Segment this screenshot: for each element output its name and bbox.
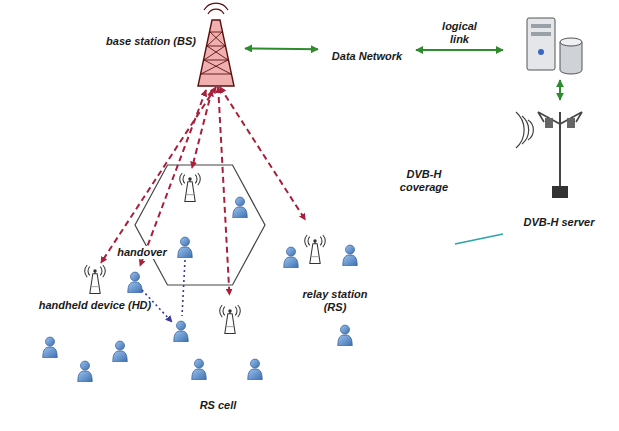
zoom-line (455, 234, 503, 244)
handheld-device (192, 359, 206, 380)
connector (101, 87, 216, 263)
connector (416, 49, 503, 51)
dvbh-antenna (516, 112, 582, 198)
relay-station-icon (305, 235, 326, 264)
handover-arrow (182, 260, 185, 316)
text-holder: logical link (430, 20, 490, 47)
handheld-device (343, 245, 357, 266)
handheld-device (233, 197, 247, 218)
edge-label: logical link (430, 20, 490, 45)
connector (220, 87, 305, 220)
text-holder: DVB-H server (503, 212, 615, 230)
rs-cell-hexagon-outline (270, 220, 400, 350)
text-holder: Data Network (318, 46, 416, 64)
coverage-ellipse: DVB-H coverage handheld device (HD) relay … (8, 160, 472, 428)
coverage-ellipse-outline (8, 160, 472, 428)
handheld-device (178, 237, 192, 258)
handheld-device (128, 272, 142, 293)
relay-station-icon (180, 173, 201, 202)
text-holder: relay station (RS) (292, 288, 378, 315)
annotation-label: handover (115, 246, 169, 259)
server-box: DVB-H server (503, 4, 615, 236)
handheld-device (284, 247, 298, 268)
text-holder: RS cell (168, 395, 268, 413)
handheld-device (338, 325, 352, 346)
data-network-cloud: Data Network (318, 28, 416, 72)
rs-cell-hexagon: handheld device (HD) (22, 263, 168, 393)
rs-cell-hexagon: relay station (RS) (270, 220, 400, 350)
link-arrow (559, 80, 561, 100)
node-text: DVB-H coverage (392, 168, 456, 193)
handheld-device (248, 359, 262, 380)
node-text: Data Network (332, 50, 402, 63)
text-holder: handover (112, 242, 172, 260)
node-text: handheld device (HD) (39, 299, 151, 312)
relay-station-icon (85, 265, 106, 294)
server-box-outline (503, 4, 615, 236)
base-station-tower (198, 3, 234, 86)
connector (245, 47, 318, 50)
rs-cell-hexagon: RS cell (153, 295, 283, 421)
node-text: relay station (RS) (292, 288, 378, 313)
text-holder: handheld device (HD) (36, 295, 154, 313)
node-text: base station (BS) (106, 35, 196, 48)
text-holder: DVB-H coverage (392, 168, 456, 195)
relay-station-icon (220, 305, 241, 334)
server-icon (527, 18, 582, 74)
connector (218, 87, 229, 295)
handheld-device (78, 361, 92, 382)
rs-cell-hexagon-outline (22, 263, 168, 393)
node-text: RS cell (200, 399, 237, 412)
text-holder: base station (BS) (105, 31, 197, 49)
base-station: base station (BS) (105, 5, 245, 87)
handheld-device (174, 321, 188, 342)
handheld-device (113, 341, 127, 362)
node-text: DVB-H server (524, 216, 595, 229)
handheld-device (43, 337, 57, 358)
